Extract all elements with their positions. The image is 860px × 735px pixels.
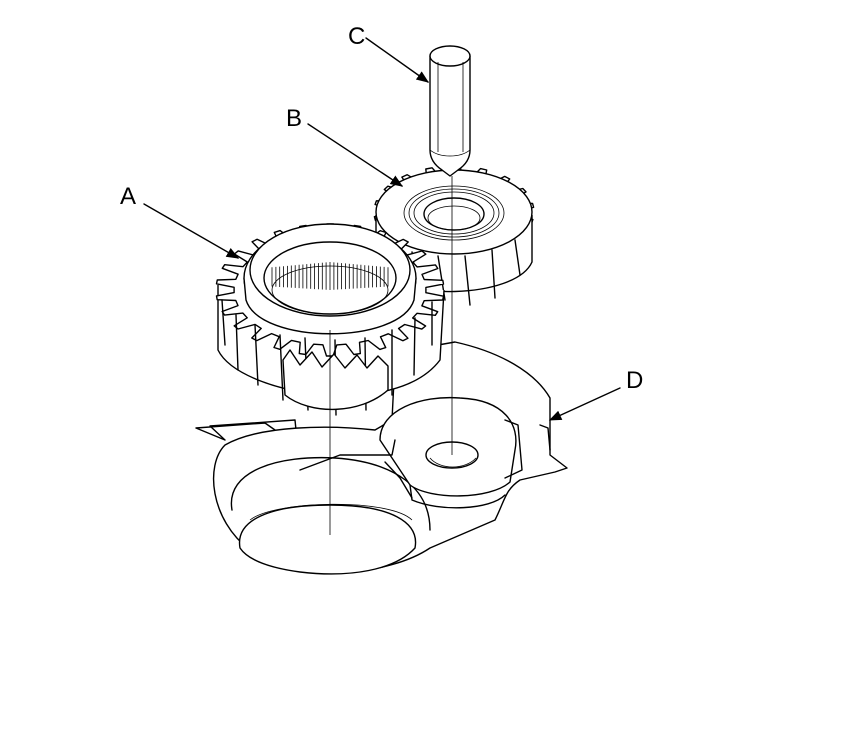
callout-label-b: B [286,105,302,132]
callouts: C B A D [120,23,643,421]
gear-b-ring-1 [403,185,505,241]
housing-boss-step [409,484,506,509]
housing-slot-inner [539,424,551,451]
housing-bore-rim [230,456,431,531]
callout-label-c: C [348,23,365,50]
gear-b-ring-2 [408,188,500,238]
gear-b-ring-3 [413,191,495,235]
gear-a-needle-bearing [271,262,389,290]
gear-b-bore-inner [427,205,481,231]
callout-label-d: D [626,367,643,394]
housing-bore-edge [249,503,413,521]
gear-a-bore-inner [271,265,389,315]
housing-shaft-hole-depth [429,457,477,468]
gear-a-pinion [282,349,389,411]
callout-label-a: A [120,183,136,210]
housing-bore [238,504,417,575]
pin-c-chamfer [429,149,471,157]
housing-slot [504,419,523,479]
callout-leader-b [307,123,404,187]
housing-ridge-2 [384,461,413,499]
callout-leader-d [548,387,621,421]
callout-leader-a [143,203,240,259]
pin-c-body [429,55,471,177]
pin-c-top [429,45,471,67]
housing-ridge [299,439,396,471]
callout-leader-c [365,37,430,83]
pin-c [429,45,471,177]
gear-a [215,223,445,416]
center-lines [329,176,453,535]
